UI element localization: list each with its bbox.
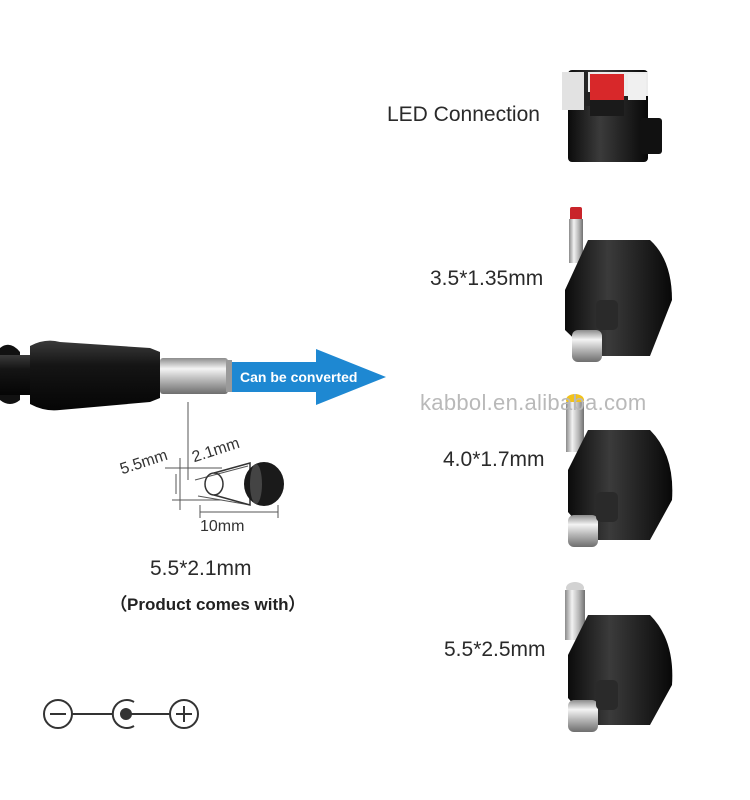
main-size-label: 5.5*2.1mm xyxy=(150,557,252,580)
watermark: kabbol.en.alibaba.com xyxy=(420,390,647,415)
tip-b-label: 4.0*1.7mm xyxy=(443,448,545,471)
tip-a-label: 3.5*1.35mm xyxy=(430,267,544,290)
led-connector xyxy=(562,70,662,162)
dimension-diagram xyxy=(165,402,284,518)
led-connection-label: LED Connection xyxy=(387,103,540,126)
included-note: （Product comes with） xyxy=(110,595,306,614)
length-label: 10mm xyxy=(200,518,245,535)
dc-plug xyxy=(0,340,232,411)
arrow-label: Can be converted xyxy=(240,369,358,385)
tip-c-label: 5.5*2.5mm xyxy=(444,638,546,661)
tip-adapter-c xyxy=(565,582,673,732)
tip-adapter-a xyxy=(565,207,672,362)
polarity-symbol xyxy=(43,699,199,729)
tip-adapter-b xyxy=(566,394,673,547)
convert-arrow xyxy=(232,349,386,405)
